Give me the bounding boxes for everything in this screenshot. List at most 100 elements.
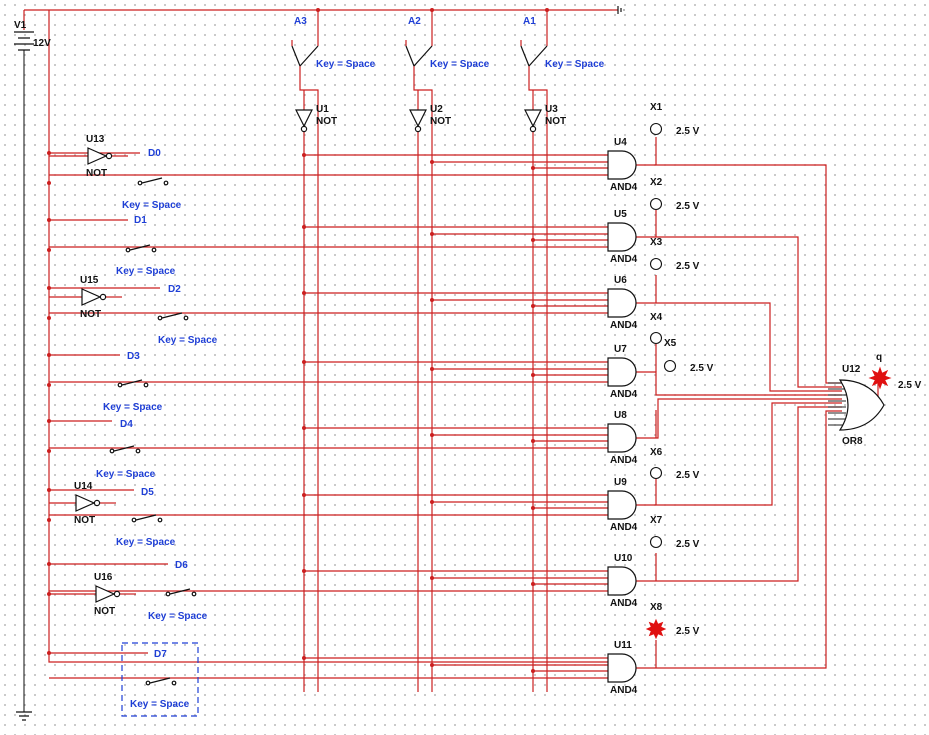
data-switch-label: D4	[120, 419, 133, 430]
junction-dot	[430, 433, 434, 437]
and-gate-type: AND4	[610, 598, 638, 609]
junction-dot	[47, 651, 51, 655]
address-switch-key: Key = Space	[316, 59, 376, 70]
junction-dot	[47, 592, 51, 596]
probe-value: 2.5 V	[676, 261, 700, 272]
junction-dot	[531, 166, 535, 170]
address-inverter-name: U3	[545, 104, 558, 115]
data-switch-key: Key = Space	[130, 699, 190, 710]
data-inverter-name: U14	[74, 481, 93, 492]
not-gate-icon	[409, 109, 427, 128]
wire	[299, 66, 319, 692]
wire	[636, 402, 842, 506]
switch-contact	[131, 517, 137, 523]
and-gate-type: AND4	[610, 389, 638, 400]
source-value: 12V	[33, 38, 51, 49]
data-inverter-type: NOT	[94, 606, 115, 617]
data-switch-key: Key = Space	[122, 200, 182, 211]
and-gate-name: U8	[614, 410, 627, 421]
wire	[636, 406, 842, 582]
junction-dot	[47, 218, 51, 222]
not-bubble-icon	[414, 125, 422, 133]
not-gate-icon	[95, 585, 116, 603]
junction-dot	[430, 160, 434, 164]
data-inverter-type: NOT	[80, 309, 101, 320]
and-gate-name: U9	[614, 477, 627, 488]
junction-dot	[47, 419, 51, 423]
probe-value: 2.5 V	[690, 363, 714, 374]
and-gate-name: U5	[614, 209, 627, 220]
data-switch-label: D5	[141, 487, 154, 498]
wire	[636, 410, 842, 669]
address-switch-label: A2	[408, 16, 421, 27]
probe-lamp-icon	[645, 618, 667, 640]
switch-contact	[151, 247, 157, 253]
probe-lamp-icon	[649, 535, 663, 549]
probe-lamp-icon	[663, 359, 677, 373]
junction-dot	[531, 669, 535, 673]
probe-lamp-icon	[649, 331, 663, 345]
junction-dot	[430, 663, 434, 667]
switch-contact	[143, 382, 149, 388]
data-switch-key: Key = Space	[116, 266, 176, 277]
not-bubble-icon	[113, 590, 121, 598]
switch-contact	[145, 680, 151, 686]
switch-contact	[163, 180, 169, 186]
switch-contact	[125, 247, 131, 253]
not-bubble-icon	[93, 499, 101, 507]
wire	[528, 66, 548, 692]
junction-dot	[47, 562, 51, 566]
data-inverter-name: U15	[80, 275, 99, 286]
switch-lever	[121, 379, 143, 386]
junction-dot	[47, 181, 51, 185]
junction-dot	[47, 316, 51, 320]
junction-dot	[531, 582, 535, 586]
not-gate-icon	[295, 109, 313, 128]
switch-lever	[291, 45, 319, 67]
address-inverter-name: U2	[430, 104, 443, 115]
output-probe-value: 2.5 V	[898, 380, 922, 391]
and-gate-name: U11	[614, 640, 632, 651]
switch-lever	[135, 514, 157, 521]
data-inverter-name: U13	[86, 134, 105, 145]
data-inverter-name: U16	[94, 572, 113, 583]
probe-lamp-icon	[649, 257, 663, 271]
junction-dot	[316, 8, 320, 12]
battery-icon	[14, 31, 34, 51]
and-gate-type: AND4	[610, 685, 638, 696]
wire	[636, 302, 842, 392]
switch-contact	[109, 448, 115, 454]
data-switch-label: D1	[134, 215, 147, 226]
and-gate-name: U7	[614, 344, 627, 355]
components	[14, 6, 892, 721]
junction-dot	[302, 291, 306, 295]
probe-value: 2.5 V	[676, 126, 700, 137]
switch-lever	[405, 45, 433, 67]
switch-lever	[520, 45, 548, 67]
probe-name: X4	[650, 312, 663, 323]
data-switch-label: D7	[154, 649, 167, 660]
junction-dot	[430, 367, 434, 371]
switch-contact	[191, 591, 197, 597]
switch-lever	[169, 588, 191, 595]
junction-dot	[47, 383, 51, 387]
switch-lever	[149, 677, 171, 684]
wire	[636, 236, 842, 388]
switch-contact	[165, 591, 171, 597]
junction-dot	[47, 151, 51, 155]
junction-dot	[430, 232, 434, 236]
not-gate-icon	[81, 288, 102, 306]
probe-value: 2.5 V	[676, 539, 700, 550]
data-switch-key: Key = Space	[96, 469, 156, 480]
data-switch-label: D3	[127, 351, 140, 362]
probe-lamp-icon	[649, 197, 663, 211]
switch-contact	[137, 180, 143, 186]
switch-lever	[161, 312, 183, 319]
address-inverter-type: NOT	[316, 116, 337, 127]
junction-dot	[47, 286, 51, 290]
probe-name: X7	[650, 515, 663, 526]
probe-name: X8	[650, 602, 663, 613]
data-switch-key: Key = Space	[116, 537, 176, 548]
switch-contact	[171, 680, 177, 686]
